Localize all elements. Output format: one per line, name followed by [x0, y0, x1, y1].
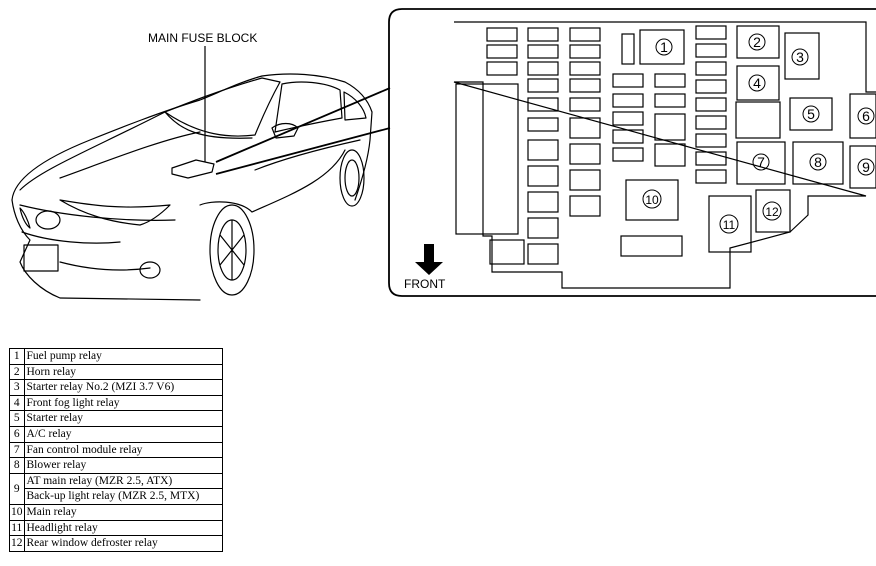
fuse-column-5: [654, 73, 686, 167]
legend-number: 6: [9, 425, 25, 443]
legend-number: 1: [9, 348, 25, 365]
svg-text:11: 11: [723, 218, 736, 232]
legend-description: AT main relay (MZR 2.5, ATX): [23, 472, 223, 490]
legend-description: Blower relay: [23, 457, 223, 474]
relay-number-labels: 1 2 3 4 5 6 7 8 9 10 11 12: [642, 33, 875, 234]
front-label: FRONT: [404, 277, 446, 291]
fuse-column-6: [695, 25, 727, 184]
legend-number: 8: [9, 457, 25, 474]
legend-description: Starter relay No.2 (MZI 3.7 V6): [23, 379, 223, 396]
svg-text:7: 7: [757, 154, 765, 170]
relay-box-9: [849, 145, 876, 189]
svg-text:2: 2: [753, 34, 761, 50]
relay-box-8: [792, 141, 844, 185]
legend-number: 3: [9, 379, 25, 396]
svg-text:3: 3: [796, 49, 804, 65]
zoom-frame: [388, 8, 876, 297]
relay-box-1: [639, 29, 685, 65]
legend-number: 5: [9, 410, 25, 427]
fuse-block-outline: [453, 21, 876, 289]
relay-box-11: [708, 195, 752, 253]
svg-text:10: 10: [645, 193, 659, 207]
front-arrow-icon: [415, 244, 443, 275]
relay-box-12: [755, 189, 791, 233]
svg-text:12: 12: [765, 205, 779, 219]
main-fuse-block-label: MAIN FUSE BLOCK: [148, 31, 257, 45]
svg-text:5: 5: [807, 106, 815, 122]
fuse-wide-slot: [620, 235, 683, 257]
relay-number-8: 8: [809, 153, 827, 171]
legend-row: Back-up light relay (MZR 2.5, MTX): [10, 488, 223, 505]
legend-number: 9: [9, 472, 25, 505]
legend-number: 12: [9, 535, 25, 552]
legend-number: 4: [9, 394, 25, 412]
relay-number-3: 3: [791, 48, 809, 66]
relay-number-6: 6: [857, 107, 875, 125]
svg-text:1: 1: [660, 39, 668, 55]
legend-number: 10: [9, 503, 25, 521]
legend-description: Horn relay: [23, 363, 223, 381]
legend-number: 2: [9, 363, 25, 381]
legend-description: Starter relay: [23, 410, 223, 427]
legend-description: Fan control module relay: [23, 441, 223, 459]
car-illustration: [11, 73, 373, 301]
relay-number-5: 5: [802, 105, 820, 123]
relay-number-9: 9: [857, 158, 875, 176]
relay-number-10: 10: [642, 189, 662, 209]
relay-number-7: 7: [752, 153, 770, 171]
relay-number-11: 11: [719, 214, 739, 234]
legend-description: Rear window defroster relay: [23, 535, 223, 552]
fuse-block-detail: [388, 8, 876, 297]
relay-blank: [735, 101, 781, 139]
relay-box-10: [625, 179, 679, 221]
fuse-slot-large: [455, 83, 519, 235]
legend-number: 11: [9, 519, 25, 537]
svg-text:6: 6: [862, 108, 870, 124]
legend-number: 7: [9, 441, 25, 459]
legend-description: Back-up light relay (MZR 2.5, MTX): [23, 488, 223, 505]
front-direction: FRONT: [404, 244, 446, 291]
fuse-column-4: [612, 73, 644, 162]
legend-description: Front fog light relay: [23, 394, 223, 412]
zoom-connector: [215, 87, 391, 175]
fuse-column-2: [527, 27, 559, 265]
relay-number-12: 12: [762, 201, 782, 221]
relay-box-4: [736, 65, 780, 101]
relay-box-2: [736, 25, 780, 59]
legend-description: A/C relay: [23, 425, 223, 443]
relay-box-5: [789, 97, 833, 131]
svg-text:4: 4: [753, 75, 761, 91]
svg-text:9: 9: [862, 159, 870, 175]
fuse-column-3: [569, 27, 601, 217]
relay-box-6: [849, 93, 876, 139]
legend-description: Headlight relay: [23, 519, 223, 537]
relay-box-3: [784, 32, 820, 80]
relay-box-7: [736, 141, 786, 185]
legend-description: Main relay: [23, 503, 223, 521]
svg-text:8: 8: [814, 154, 822, 170]
fuse-tall-small: [621, 33, 635, 65]
relay-number-4: 4: [748, 74, 766, 92]
fuse-column-1: [486, 27, 525, 265]
legend-description: Fuel pump relay: [23, 348, 223, 365]
relay-number-1: 1: [655, 38, 673, 56]
relay-number-2: 2: [748, 33, 766, 51]
fuse-block-diagram: MAIN FUSE BLOCK: [11, 8, 876, 301]
